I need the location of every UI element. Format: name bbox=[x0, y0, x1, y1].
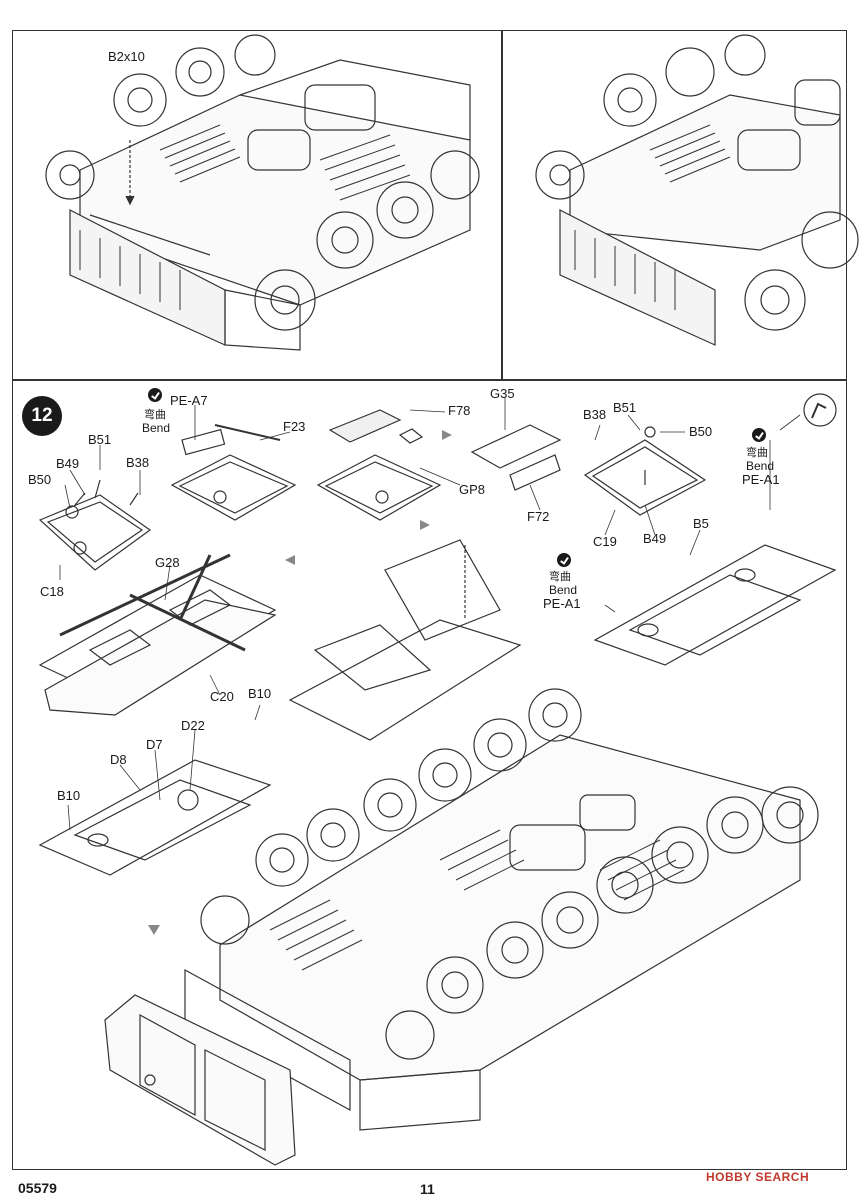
label-f72: F72 bbox=[527, 509, 550, 524]
label-pe-a1: PE-A1 bbox=[543, 596, 581, 611]
label-bend-en: Bend bbox=[746, 459, 775, 473]
top-left-panel bbox=[12, 30, 502, 380]
part-f78-hatch bbox=[316, 409, 442, 521]
label-b10: B10 bbox=[248, 686, 272, 701]
part-g28-c20 bbox=[38, 553, 277, 716]
label-b49: B49 bbox=[56, 456, 80, 471]
label-b51: B51 bbox=[613, 400, 637, 415]
label-bend-en: Bend bbox=[549, 583, 578, 597]
top-right-panel bbox=[502, 30, 847, 380]
step-12-panel bbox=[12, 380, 847, 1170]
bend-icon bbox=[148, 388, 162, 402]
part-pe-a7-hatch bbox=[170, 424, 297, 521]
label-d22: D22 bbox=[181, 718, 205, 733]
label-d8: D8 bbox=[110, 752, 127, 767]
top-left-hull bbox=[45, 34, 480, 351]
rear-door-plate bbox=[104, 994, 296, 1166]
label-bend-cn: 弯曲 bbox=[746, 447, 768, 459]
watermark-logo: HOBBY SEARCH bbox=[706, 1170, 810, 1184]
label-b50: B50 bbox=[28, 472, 52, 487]
label-f23: F23 bbox=[283, 419, 306, 434]
part-c18-hatch-frame bbox=[38, 479, 152, 571]
label-b38: B38 bbox=[583, 407, 607, 422]
label-pe-a7: PE-A7 bbox=[170, 393, 208, 408]
label-b50: B50 bbox=[689, 424, 713, 439]
label-g35: G35 bbox=[490, 386, 515, 401]
label-c20: C20 bbox=[210, 689, 234, 704]
label-bend-cn: 弯曲 bbox=[549, 571, 571, 583]
label-bend-cn: 弯曲 bbox=[144, 409, 166, 421]
label-b51: B51 bbox=[88, 432, 112, 447]
bend-icon bbox=[752, 428, 766, 442]
part-right-plate bbox=[593, 544, 837, 666]
label-b2x10: B2x10 bbox=[108, 49, 145, 64]
label-f78: F78 bbox=[448, 403, 471, 418]
label-d7: D7 bbox=[146, 737, 163, 752]
leader-lines bbox=[59, 398, 801, 831]
label-g28: G28 bbox=[155, 555, 180, 570]
bend-icon bbox=[557, 553, 571, 567]
label-pe-a1: PE-A1 bbox=[742, 472, 780, 487]
label-b5: B5 bbox=[693, 516, 709, 531]
label-c18: C18 bbox=[40, 584, 64, 599]
label-b38: B38 bbox=[126, 455, 150, 470]
main-hull bbox=[184, 688, 819, 1131]
label-c19: C19 bbox=[593, 534, 617, 549]
part-c19-hatch bbox=[583, 426, 707, 516]
top-right-hull bbox=[535, 34, 859, 346]
step-number-12: 12 bbox=[22, 396, 62, 436]
part-g35-f72 bbox=[470, 424, 562, 491]
page-number: 11 bbox=[420, 1181, 435, 1197]
part-hatch-pair-middle bbox=[288, 539, 522, 741]
bend-detail-callout bbox=[803, 393, 837, 427]
label-gp8: GP8 bbox=[459, 482, 486, 497]
part-left-rear-plate bbox=[38, 759, 272, 876]
direction-arrows bbox=[148, 430, 452, 935]
kit-number: 05579 bbox=[18, 1180, 57, 1196]
label-b49: B49 bbox=[643, 531, 667, 546]
label-b10: B10 bbox=[57, 788, 81, 803]
label-bend-en: Bend bbox=[142, 421, 171, 435]
